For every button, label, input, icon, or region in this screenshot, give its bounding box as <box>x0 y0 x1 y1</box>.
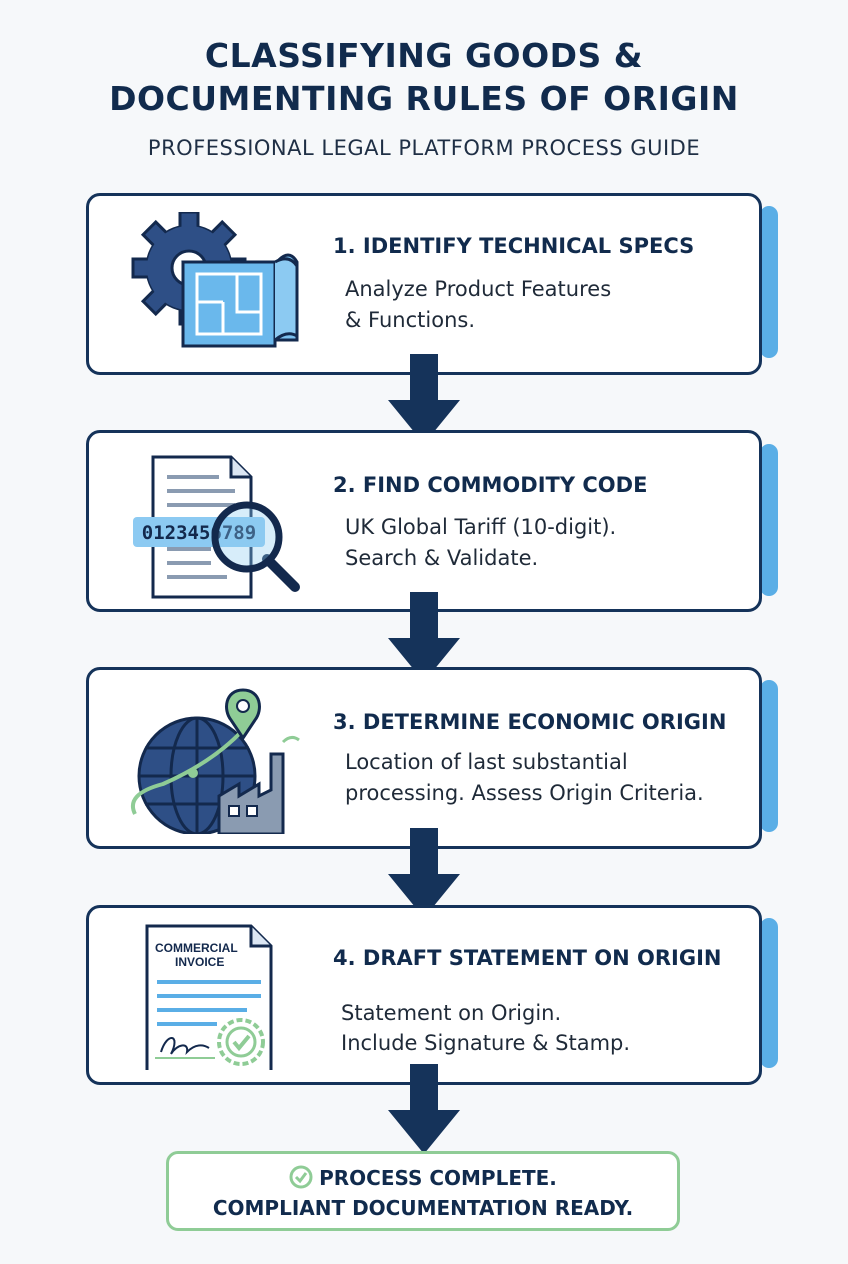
arrow-down-icon <box>388 1064 460 1154</box>
step-1-desc-line1: Analyze Product Features <box>345 277 612 301</box>
step-4-desc-line2: Include Signature & Stamp. <box>341 1031 631 1055</box>
completion-text-2: COMPLIANT DOCUMENTATION READY. <box>212 1196 634 1220</box>
completion-text-1: PROCESS COMPLETE. <box>319 1166 557 1190</box>
gear-blueprint-icon <box>131 212 299 348</box>
step-3-desc-line2: processing. Assess Origin Criteria. <box>345 781 704 805</box>
step-card-2: 0123456789 2. FIND COMMODITY CODE UK Glo… <box>86 430 762 612</box>
title-line-2: DOCUMENTING RULES OF ORIGIN <box>109 79 739 118</box>
step-2-title: 2. FIND COMMODITY CODE <box>333 473 648 497</box>
globe-factory-icon <box>131 688 300 834</box>
commodity-code-text: 0123456789 <box>142 522 256 544</box>
step-3-desc-line1: Location of last substantial <box>345 750 628 774</box>
document-magnifier-icon: 0123456789 <box>133 455 300 599</box>
step-3-title: 3. DETERMINE ECONOMIC ORIGIN <box>333 710 727 734</box>
completion-line-1: PROCESS COMPLETE. <box>169 1163 677 1193</box>
step-1-title: 1. IDENTIFY TECHNICAL SPECS <box>333 234 695 258</box>
arrow-down-icon <box>388 592 460 682</box>
step-4-title: 4. DRAFT STATEMENT ON ORIGIN <box>333 946 722 970</box>
step-card-3: 3. DETERMINE ECONOMIC ORIGIN Location of… <box>86 667 762 849</box>
arrow-down-icon <box>388 828 460 918</box>
title-line-1: CLASSIFYING GOODS & <box>204 36 644 75</box>
completion-banner: PROCESS COMPLETE. COMPLIANT DOCUMENTATIO… <box>166 1151 680 1231</box>
check-circle-icon <box>289 1165 313 1189</box>
step-2-desc-line2: Search & Validate. <box>345 546 539 570</box>
invoice-title-line1: COMMERCIAL <box>155 941 238 955</box>
step-2-desc-line1: UK Global Tariff (10-digit). <box>345 515 617 539</box>
step-card-4: COMMERCIAL INVOICE 4. DRAFT STATEMENT ON… <box>86 905 762 1085</box>
step-4-accent <box>760 918 778 1068</box>
step-3-accent <box>760 680 778 832</box>
page-subtitle: PROFESSIONAL LEGAL PLATFORM PROCESS GUID… <box>147 136 701 160</box>
commercial-invoice-icon: COMMERCIAL INVOICE <box>145 924 273 1070</box>
step-1-desc-line2: & Functions. <box>345 308 475 332</box>
invoice-title-line2: INVOICE <box>175 955 224 969</box>
step-card-1: 1. IDENTIFY TECHNICAL SPECS Analyze Prod… <box>86 193 762 375</box>
arrow-down-icon <box>388 354 460 444</box>
step-1-accent <box>760 206 778 358</box>
page-title: CLASSIFYING GOODS & DOCUMENTING RULES OF… <box>0 34 848 120</box>
step-4-desc-line1: Statement on Origin. <box>341 1001 562 1025</box>
step-2-accent <box>760 444 778 596</box>
